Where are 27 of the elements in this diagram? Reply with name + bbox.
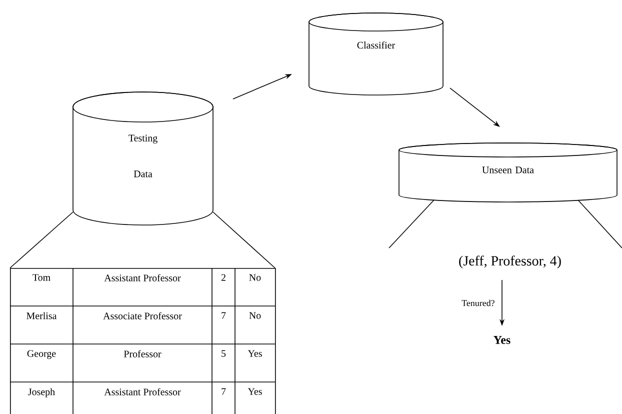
table-cell: No (249, 274, 261, 281)
table-cell: Joseph (28, 388, 55, 398)
table-cell: Associate Professor (103, 312, 182, 320)
tuple-text: (Jeff, Professor, 4) (459, 256, 561, 268)
table-cell: George (27, 350, 56, 359)
connector-line (388, 200, 434, 248)
table-cell: Tom (32, 274, 50, 281)
edge-label: Tenured? (460, 298, 496, 308)
table-cell: Merlisa (26, 312, 57, 320)
connector-line (578, 200, 622, 248)
database-cylinder: Testing Data (72, 92, 214, 226)
database-cylinder: Classifier (308, 12, 444, 96)
table-cell: 7 (222, 388, 226, 395)
table-cell: Assistant Professor (104, 274, 181, 282)
table-cell: No (249, 312, 261, 319)
connector-line (10, 212, 74, 268)
table-cell: Yes (248, 350, 262, 357)
database-cylinder: Unseen Data (398, 142, 618, 202)
table-cell: 7 (222, 312, 226, 319)
connector-line (212, 212, 276, 268)
table-cell: 2 (221, 274, 226, 281)
table-cell: Yes (248, 388, 262, 395)
data-table (10, 268, 276, 414)
table-cell: Professor (124, 350, 162, 358)
table-cell: Assistant Professor (104, 388, 181, 396)
table-cell: 5 (222, 350, 226, 357)
result-text: Yes (494, 336, 510, 344)
